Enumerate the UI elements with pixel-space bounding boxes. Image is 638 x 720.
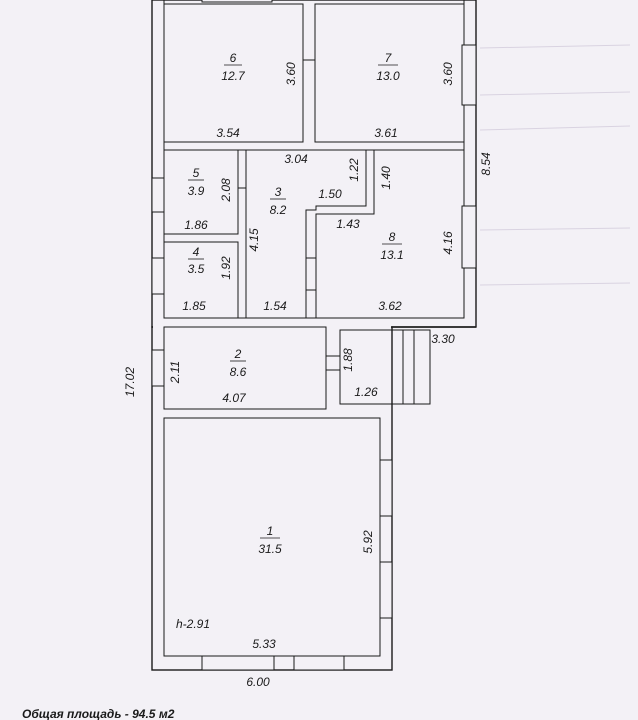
room-4-label: 4 3.5 [188,245,205,276]
room-1-area: 31.5 [258,542,282,556]
room-1-label: 1 31.5 [258,524,282,556]
room-3-area: 8.2 [270,203,287,217]
ceiling-height: h-2.91 [176,617,210,631]
room-5-label: 5 3.9 [188,166,205,198]
dim-porch-outer: 3.30 [431,332,455,346]
dim-r7-height: 3.60 [441,62,455,86]
room-2-label: 2 8.6 [230,347,247,379]
dim-r8-height: 4.16 [441,231,455,255]
dim-r5-width: 1.86 [184,218,208,232]
dim-r2-height: 2.11 [168,361,182,384]
dim-r3-top: 3.04 [284,152,308,166]
doors [238,59,340,371]
room-8-area: 13.1 [380,248,403,262]
room-2-number: 2 [234,347,242,361]
dim-r8-top-h: 1.40 [379,166,393,190]
room-3-number: 3 [275,185,282,199]
dim-r8-width: 3.62 [378,299,402,313]
dim-left-total: 17.02 [123,367,137,397]
dim-r1-width: 5.33 [252,637,276,651]
room-4-number: 4 [193,245,200,259]
room-6-number: 6 [230,51,237,65]
outer-walls [151,0,477,671]
dim-r5-height: 2.08 [219,178,233,203]
room-8-label: 8 13.1 [380,230,403,262]
room-7-area: 13.0 [376,69,400,83]
room-8-number: 8 [389,230,396,244]
dim-r1-height: 5.92 [361,530,375,554]
dim-r2-width: 4.07 [222,391,247,405]
dim-r7-width: 3.61 [374,126,397,140]
room-1-number: 1 [267,524,274,538]
interior-walls [163,3,465,419]
windows [151,0,477,671]
room-7-number: 7 [385,51,393,65]
dim-r3-height: 4.15 [247,228,261,252]
room-2-area: 8.6 [230,365,247,379]
dim-r4-width: 1.85 [182,299,206,313]
room-5-number: 5 [193,166,200,180]
dim-r3-bottom: 1.54 [263,299,287,313]
room-4-area: 3.5 [188,262,205,276]
dim-r6-height: 3.60 [284,62,298,86]
room-6-area: 12.7 [221,69,246,83]
dim-right-total: 8.54 [479,152,493,176]
room-6-label: 6 12.7 [221,51,246,83]
dim-r3-step-w: 1.50 [318,187,342,201]
dim-r3-step-h: 1.22 [347,158,361,182]
total-area-caption: Общая площадь - 94.5 м2 [22,707,175,720]
room-3-label: 3 8.2 [270,185,287,217]
dim-porch-height: 1.88 [341,348,355,372]
dim-bottom-total: 6.00 [246,675,270,689]
dim-r8-left: 1.43 [336,217,360,231]
dim-r4-height: 1.92 [219,256,233,280]
room-7-label: 7 13.0 [376,51,400,83]
dimension-labels: 3.60 3.54 3.60 3.61 3.04 1.22 1.50 4.15 … [123,62,493,689]
dim-porch-width: 1.26 [354,385,378,399]
paper-background-lines [479,44,631,286]
room-5-area: 3.9 [188,184,205,198]
dim-r6-width: 3.54 [216,126,240,140]
